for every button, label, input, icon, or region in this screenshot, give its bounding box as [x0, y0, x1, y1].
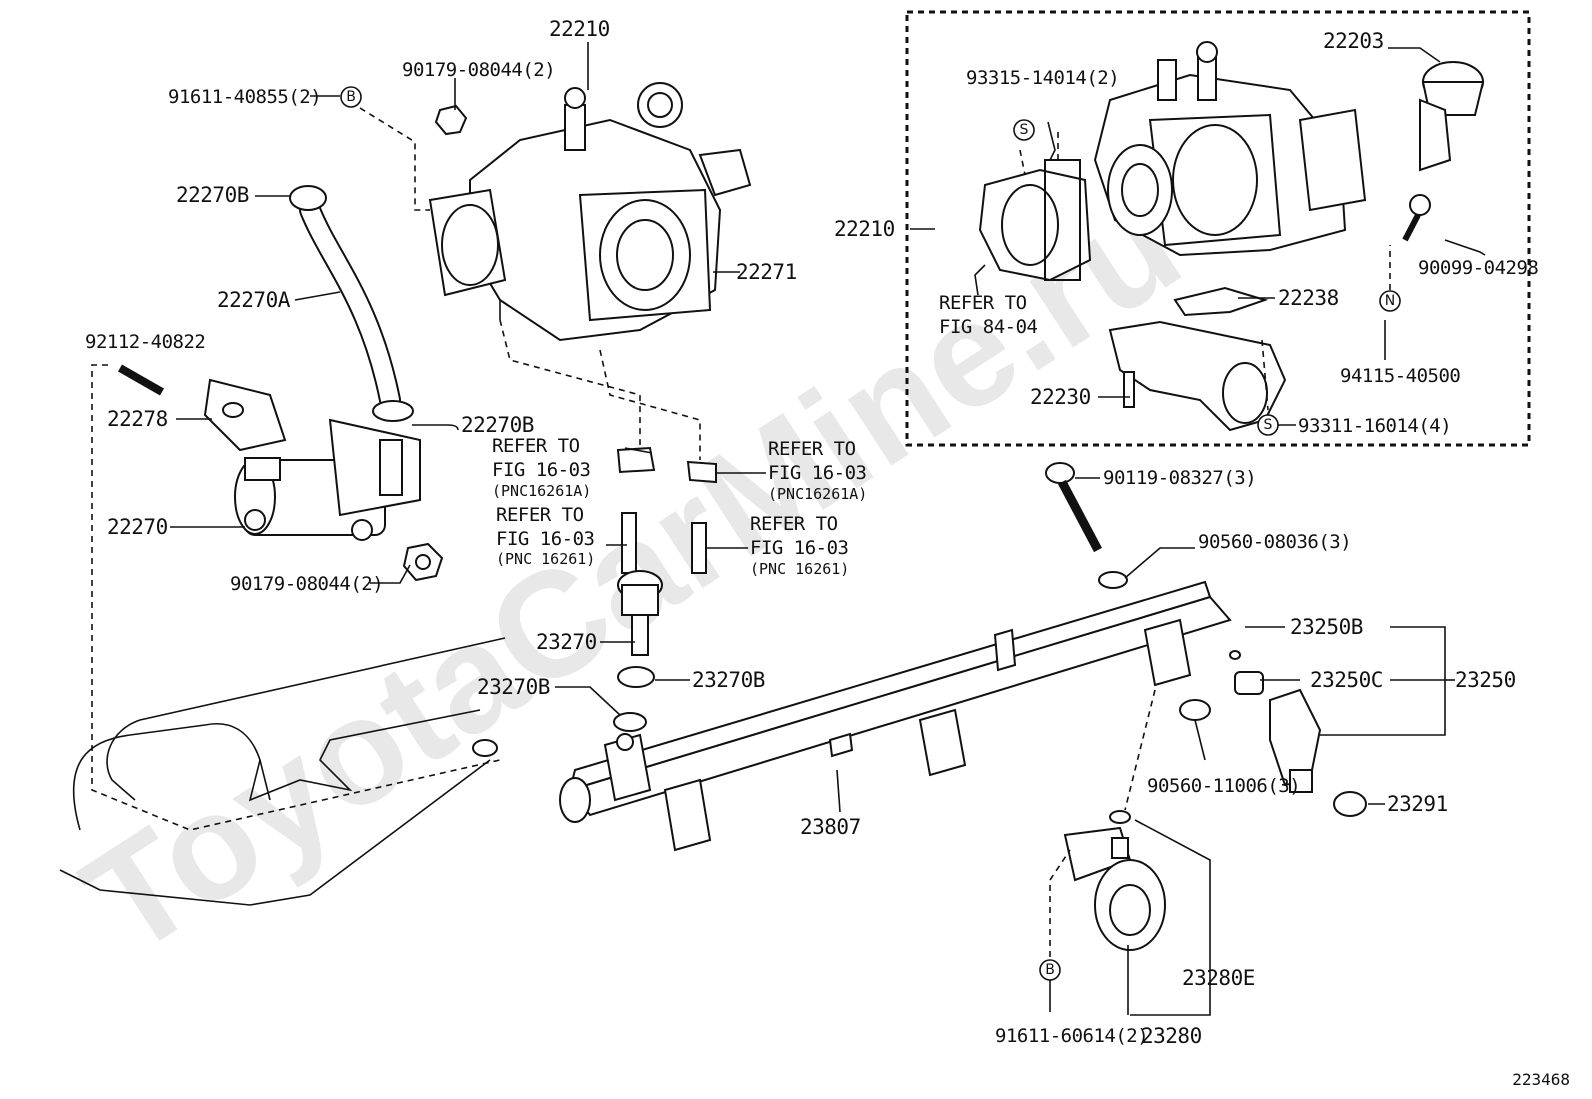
symbol-b-top: B [340, 86, 362, 108]
svg-text:FIG 84-04: FIG 84-04 [939, 316, 1038, 338]
fuel-rail-23807 [559, 580, 1232, 852]
insulator-23291 [1333, 791, 1367, 817]
svg-text:(PNC16261A): (PNC16261A) [768, 485, 867, 503]
svg-text:REFER TO: REFER TO [496, 504, 584, 526]
pressure-regulator-23280 [1063, 810, 1166, 951]
svg-text:FIG 16-03: FIG 16-03 [492, 459, 591, 481]
svg-text:S: S [1264, 417, 1273, 433]
label-22238: 22238 [1278, 286, 1339, 310]
label-93315: 93315-14014(2) [966, 67, 1119, 89]
refer-note-16261-right: REFER TO FIG 16-03 (PNC 16261) [750, 513, 849, 578]
label-90179-bottom: 90179-08044(2) [230, 573, 383, 595]
label-22270: 22270 [107, 515, 168, 539]
grommet-90560-11006 [1179, 699, 1211, 721]
label-22270b-top: 22270B [176, 183, 249, 207]
valve-body-22230 [1108, 320, 1287, 432]
label-90560-08036: 90560-08036(3) [1198, 531, 1351, 553]
label-91611-bottom: 91611-60614(2) [995, 1025, 1148, 1047]
svg-text:B: B [346, 89, 356, 105]
label-22278: 22278 [107, 407, 168, 431]
label-23250c: 23250C [1310, 668, 1383, 692]
label-23250: 23250 [1455, 668, 1516, 692]
clamp-22270b-top [289, 185, 327, 211]
refer-note-fig-84-04: REFER TO FIG 84-04 [939, 292, 1038, 338]
refer-note-16261-left: REFER TO FIG 16-03 (PNC 16261) [496, 504, 595, 568]
svg-text:REFER TO: REFER TO [750, 513, 838, 535]
svg-text:(PNC16261A): (PNC16261A) [492, 482, 591, 500]
label-22271: 22271 [736, 260, 797, 284]
fitting-refer-b [686, 460, 717, 484]
dashed-connectors [91, 107, 1391, 968]
symbol-s-93311: S [1257, 414, 1279, 436]
screw-90099 [1402, 194, 1431, 242]
label-22203: 22203 [1323, 29, 1384, 53]
air-inlet-adaptor [978, 159, 1092, 282]
label-23250b: 23250B [1290, 615, 1363, 639]
label-22270a: 22270A [217, 288, 291, 312]
refer-note-16261a-right: REFER TO FIG 16-03 (PNC16261A) [768, 438, 867, 503]
symbol-s-93315: S [1013, 119, 1035, 141]
gasket-22238 [1173, 286, 1269, 317]
fitting-refer-a [616, 446, 656, 474]
throttle-body-assembly [1093, 41, 1367, 257]
gasket-23270b-left [613, 712, 647, 732]
label-22270b-mid: 22270B [461, 413, 534, 437]
label-90119: 90119-08327(3) [1103, 467, 1256, 489]
clamp-22270b-mid [372, 400, 414, 422]
nut-90179-bottom [402, 542, 444, 582]
stud-92112 [118, 364, 164, 396]
label-90099: 90099-04298 [1418, 257, 1538, 279]
svg-text:FIG 16-03: FIG 16-03 [768, 462, 867, 484]
pulsation-damper-23270 [617, 570, 663, 656]
svg-text:S: S [1020, 122, 1029, 138]
svg-text:REFER TO: REFER TO [939, 292, 1027, 314]
label-23280e: 23280E [1182, 966, 1255, 990]
label-90179-top: 90179-08044(2) [402, 59, 555, 81]
leader-lines [170, 42, 1486, 1016]
svg-text:B: B [1045, 962, 1055, 978]
svg-text:(PNC 16261): (PNC 16261) [496, 550, 595, 568]
label-92112: 92112-40822 [85, 331, 205, 353]
fuel-injector-23250 [1229, 650, 1322, 793]
pipe-refer-d [691, 522, 707, 574]
label-23270: 23270 [536, 630, 597, 654]
throttle-body [428, 82, 752, 342]
refer-note-16261a-left: REFER TO FIG 16-03 (PNC16261A) [492, 435, 591, 500]
gasket-90560-08036 [1098, 571, 1128, 589]
label-23270b-left: 23270B [477, 675, 550, 699]
idle-air-control-valve [203, 378, 421, 541]
label-90560-11006: 90560-11006(3) [1147, 775, 1300, 797]
svg-text:(PNC 16261): (PNC 16261) [750, 560, 849, 578]
label-23280: 23280 [1141, 1024, 1202, 1048]
label-23270b-right: 23270B [692, 668, 765, 692]
label-22230: 22230 [1030, 385, 1091, 409]
label-93311: 93311-16014(4) [1298, 415, 1451, 437]
svg-text:FIG 16-03: FIG 16-03 [750, 537, 849, 559]
pipe-refer-c [621, 512, 637, 574]
label-23291: 23291 [1387, 792, 1448, 816]
svg-text:REFER TO: REFER TO [768, 438, 856, 460]
label-22210-top: 22210 [549, 17, 610, 41]
gasket-23270b-right [617, 666, 655, 688]
label-94115: 94115-40500 [1340, 365, 1460, 387]
sensor-22203 [1419, 61, 1485, 172]
label-22210-side: 22210 [834, 217, 895, 241]
engine-outline [59, 637, 506, 906]
nut-90179-top [434, 104, 468, 136]
svg-text:FIG 16-03: FIG 16-03 [496, 528, 595, 550]
label-91611-top: 91611-40855(2) [168, 86, 321, 108]
label-23807: 23807 [800, 815, 861, 839]
bolt-90119 [1045, 462, 1102, 553]
svg-text:REFER TO: REFER TO [492, 435, 580, 457]
symbol-b-bottom: B [1039, 959, 1061, 981]
symbol-n-94115: N [1379, 290, 1401, 312]
assembly-box [905, 10, 1531, 447]
svg-text:N: N [1385, 293, 1395, 309]
diagram-id: 223468 [1512, 1070, 1570, 1089]
